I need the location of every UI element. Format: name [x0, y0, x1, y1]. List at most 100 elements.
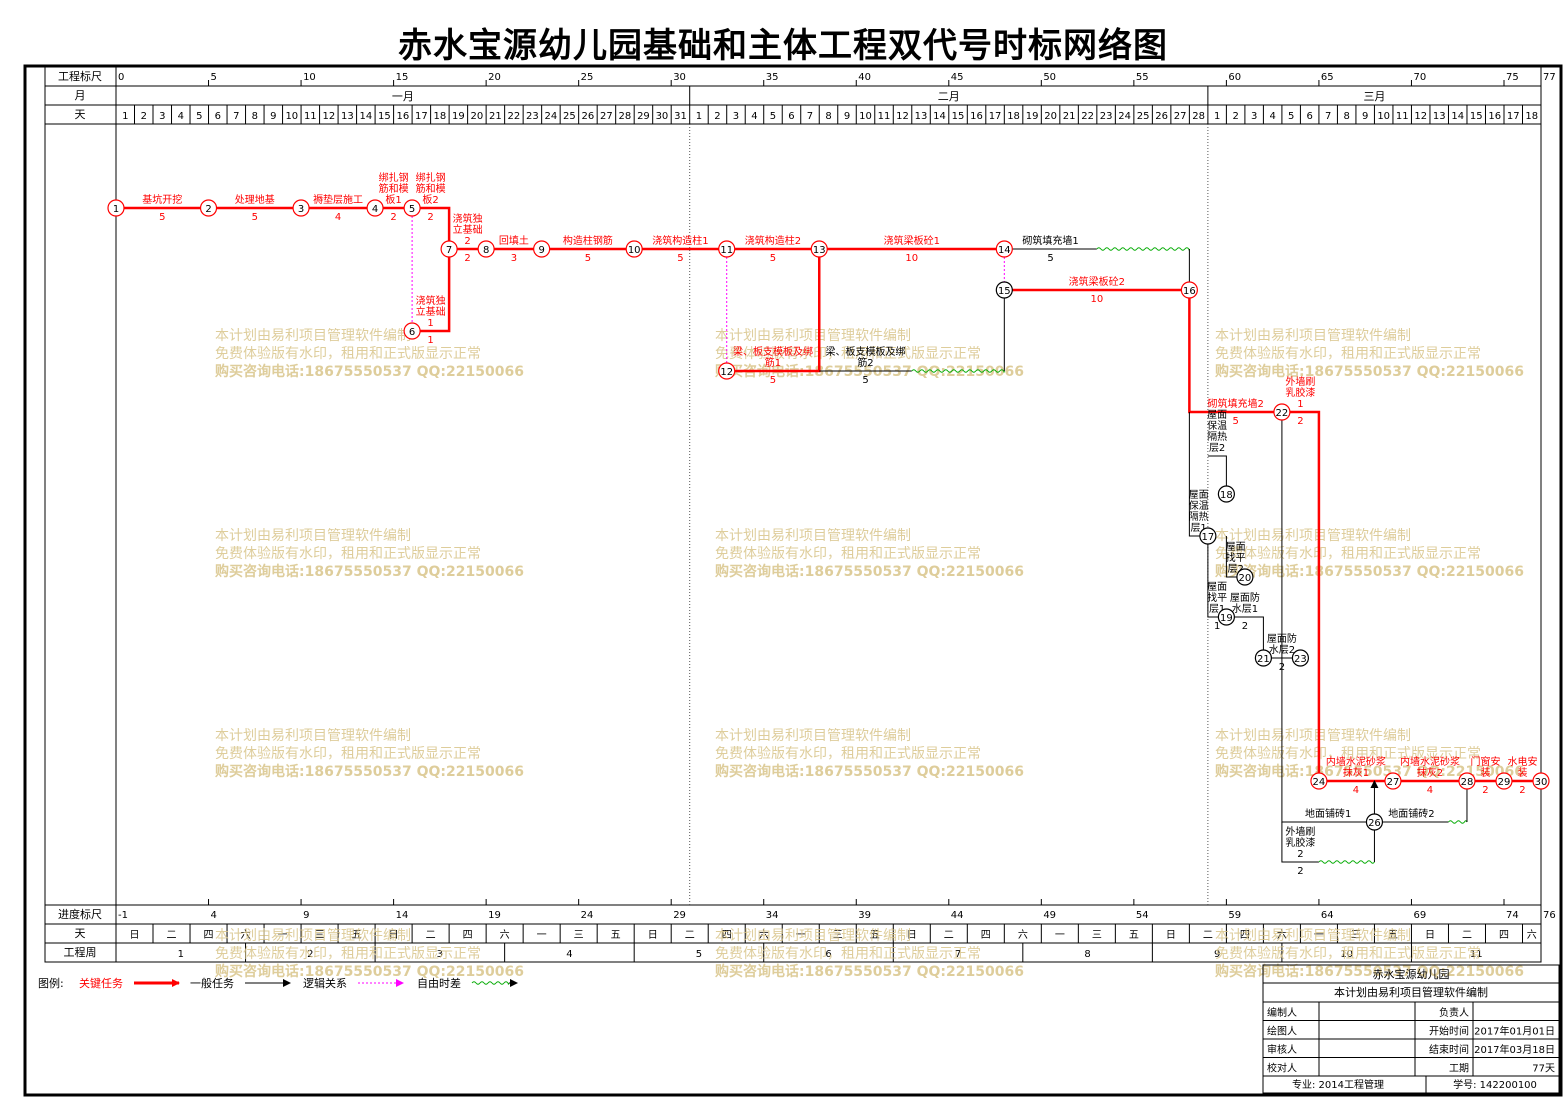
task-name: 找平: [1207, 591, 1227, 604]
day-number: 22: [508, 111, 521, 122]
weekday-label: 一: [796, 930, 806, 941]
event-node-id: 18: [1220, 490, 1233, 501]
watermark-text: 免费体验版有水印，租用和正式版显示正常: [1215, 946, 1481, 962]
day-number: 26: [1155, 111, 1168, 122]
day-number: 6: [1306, 111, 1312, 122]
weekday-label: 二: [167, 930, 177, 941]
title-block-cell: 校对人: [1267, 1062, 1297, 1075]
free-float-wave: [1448, 820, 1468, 824]
scale-tick-label: 77: [1543, 72, 1556, 83]
task-name: 筋2: [857, 356, 873, 369]
event-node-id: 5: [409, 204, 415, 215]
weekday-label: 二: [1462, 930, 1472, 941]
day-number: 4: [751, 111, 757, 122]
event-node: [718, 240, 736, 258]
task-name: 绑扎钢: [379, 171, 409, 184]
week-number: 5: [696, 949, 702, 960]
task-name: 浇筑独: [453, 212, 483, 225]
weekday-label: 五: [611, 930, 621, 941]
event-node-id: 11: [720, 245, 733, 256]
progress-tick-label: 19: [488, 910, 501, 921]
day-number: 5: [196, 111, 202, 122]
task-duration: 2: [390, 212, 396, 223]
title-block-major: 专业: 2014工程管理: [1292, 1078, 1384, 1091]
event-node-id: 29: [1498, 777, 1511, 788]
day-number: 23: [1100, 111, 1113, 122]
event-node-id: 24: [1313, 777, 1326, 788]
event-node-id: 22: [1276, 408, 1289, 419]
title-block-student-id: 学号: 142200100: [1453, 1078, 1537, 1091]
week-number: 6: [825, 949, 831, 960]
day-number: 3: [159, 111, 165, 122]
month-name: 二月: [938, 90, 960, 103]
task-name: 筋和模: [416, 182, 446, 195]
task-name: 砌筑填充墙1: [1022, 234, 1078, 247]
free-float-wave: [1318, 860, 1375, 864]
event-node: [366, 199, 384, 217]
watermark-text: 本计划由易利项目管理软件编制: [215, 928, 411, 944]
event-node: [1458, 772, 1476, 790]
weekday-label: 六: [241, 929, 251, 941]
legend-item-label: 关键任务: [79, 976, 123, 990]
task-name: 装: [1480, 766, 1490, 779]
weekday-label: 日: [907, 930, 917, 941]
event-node-id: 20: [1239, 573, 1252, 584]
free-float-wave: [1096, 247, 1190, 251]
day-number: 15: [1470, 111, 1483, 122]
task-name: 构造柱钢筋: [563, 234, 613, 247]
task-duration: 2: [1297, 416, 1303, 427]
event-node: [1291, 649, 1310, 667]
day-number: 21: [489, 111, 502, 122]
watermark-text: 本计划由易利项目管理软件编制: [715, 728, 911, 744]
scale-tick-label: 30: [673, 72, 686, 83]
weekday-label: 四: [981, 930, 991, 941]
free-float-wave: [471, 981, 510, 985]
scale-tick-label: 50: [1043, 72, 1056, 83]
event-node-id: 1: [113, 204, 119, 215]
progress-tick-label: 49: [1043, 910, 1056, 921]
week-number: 10: [1340, 949, 1353, 960]
title-block-note: 本计划由易利项目管理软件编制: [1334, 985, 1488, 999]
watermark-text: 免费体验版有水印，租用和正式版显示正常: [215, 346, 481, 362]
day-number: 6: [215, 111, 221, 122]
weekday-label: 三: [1351, 930, 1361, 941]
task-name: 砌筑填充墙2: [1207, 397, 1263, 410]
task-duration: 4: [335, 212, 341, 223]
free-float-wave: [911, 369, 1005, 373]
day-number: 1: [696, 111, 702, 122]
watermark-text: 本计划由易利项目管理软件编制: [1215, 528, 1411, 544]
task-duration: 2: [1297, 866, 1303, 877]
watermark: 本计划由易利项目管理软件编制免费体验版有水印，租用和正式版显示正常购买咨询电话:…: [215, 328, 1524, 980]
task-duration: 2: [1242, 621, 1248, 632]
watermark-text: 免费体验版有水印，租用和正式版显示正常: [1215, 546, 1481, 562]
watermark-text: 购买咨询电话:18675550537 QQ:22150066: [1215, 963, 1524, 980]
day-number: 15: [378, 111, 391, 122]
watermark-text: 免费体验版有水印，租用和正式版显示正常: [715, 946, 981, 962]
event-node-id: 8: [483, 245, 489, 256]
title-block-project: 赤水宝源幼儿园: [1373, 967, 1450, 981]
day-number: 20: [1044, 111, 1057, 122]
day-number: 13: [915, 111, 928, 122]
weekday-label: 一: [1055, 930, 1065, 941]
day-number: 24: [1118, 111, 1131, 122]
day-number: 26: [582, 111, 595, 122]
watermark-text: 购买咨询电话:18675550537 QQ:22150066: [215, 363, 524, 380]
scale-tick-label: 60: [1228, 72, 1241, 83]
task-duration: 5: [677, 253, 683, 264]
task-name: 乳胶漆: [1285, 836, 1315, 849]
day-number: 7: [1325, 111, 1331, 122]
task-name: 处理地基: [235, 193, 275, 206]
task-duration: 4: [1427, 785, 1433, 796]
task-name: 装: [1517, 766, 1527, 779]
title-block-cell: 审核人: [1267, 1043, 1297, 1056]
day-number: 19: [1026, 111, 1039, 122]
watermark-text: 免费体验版有水印，租用和正式版显示正常: [1215, 346, 1481, 362]
scale-label: 工程标尺: [58, 69, 102, 83]
event-node: [995, 281, 1013, 299]
task-name: 外墙刷: [1285, 825, 1315, 838]
task-name: 内墙水泥砂浆: [1326, 755, 1386, 768]
event-node: [477, 240, 495, 258]
task-name: 外墙刷: [1285, 375, 1315, 388]
